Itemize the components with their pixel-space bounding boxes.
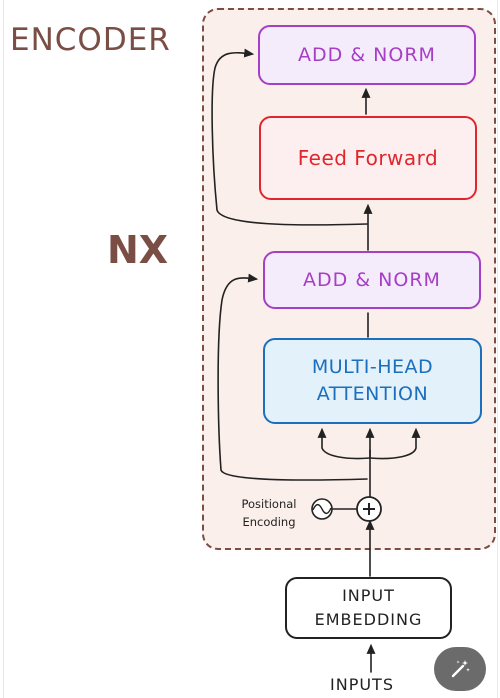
inputs-label: INPUTS [330,675,394,694]
residual-arrow-upper [211,48,368,226]
feed-forward-block: Feed Forward [259,116,477,200]
residual-arrow-lower [217,273,368,481]
magic-wand-icon [451,660,470,678]
arrow-split-left [317,427,371,460]
attention-label-line2: ATTENTION [316,383,429,405]
add-norm-top-label: ADD & NORM [298,44,436,66]
magic-wand-button[interactable] [434,647,486,691]
sine-wave-icon [311,498,333,520]
feed-forward-label: Feed Forward [297,146,439,170]
add-norm-top-block: ADD & NORM [258,25,476,85]
positional-encoding-label: Positional Encoding [231,495,307,531]
embedding-label-line1: INPUT [342,586,395,605]
positional-label-line1: Positional [241,497,297,511]
input-embedding-block: INPUT EMBEDDING [285,577,452,639]
plus-circle-icon [356,496,382,522]
embedding-label-line2: EMBEDDING [314,610,423,629]
positional-label-line2: Encoding [242,515,296,529]
add-norm-mid-label: ADD & NORM [303,269,441,291]
arrow-split-right [369,427,421,460]
multi-head-attention-block: MULTI-HEAD ATTENTION [263,338,482,424]
canvas-right-edge [497,0,498,698]
repeat-label: NX [107,228,169,272]
canvas-left-edge [3,0,4,698]
add-norm-mid-block: ADD & NORM [263,251,481,309]
encoder-title: ENCODER [10,22,171,58]
attention-label-line1: MULTI-HEAD [311,356,434,378]
